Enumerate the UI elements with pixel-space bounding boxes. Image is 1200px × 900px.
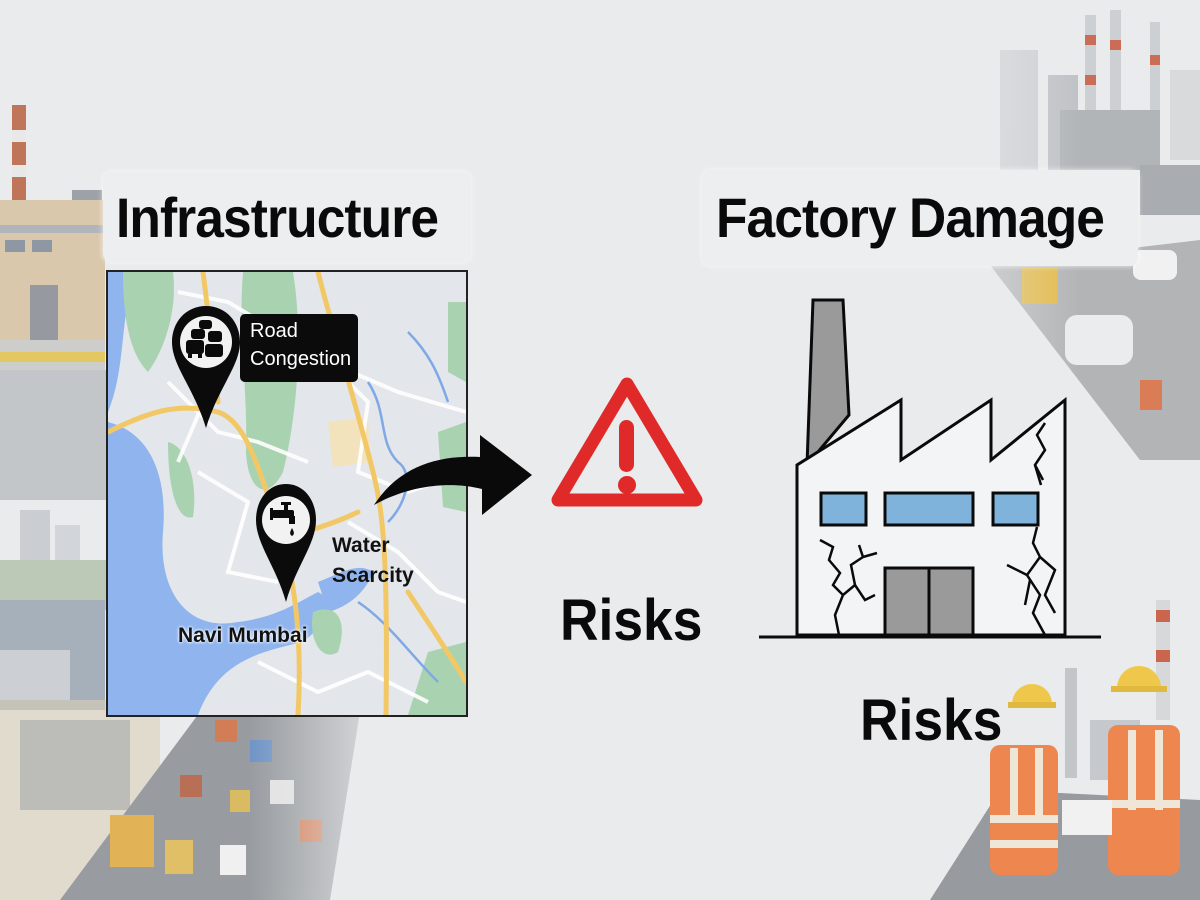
road-congestion-marker[interactable] xyxy=(170,304,242,430)
region-label-navi-mumbai: Navi Mumbai xyxy=(178,624,308,647)
road-congestion-label: Road Congestion xyxy=(240,314,358,382)
navi-mumbai-map[interactable]: Road Congestion Water Scarcity Navi Mumb… xyxy=(106,270,468,717)
water-scarcity-marker[interactable] xyxy=(254,482,318,604)
infrastructure-title-box xyxy=(103,172,471,262)
factory-damage-title-box xyxy=(702,170,1138,266)
warning-triangle-icon xyxy=(551,377,703,507)
water-tap-icon xyxy=(270,502,295,536)
water-scarcity-label-line2: Scarcity xyxy=(332,564,414,587)
traffic-cars-icon xyxy=(186,320,223,358)
curved-arrow-icon xyxy=(374,435,532,515)
right-risks-label: Risks xyxy=(860,688,1003,753)
center-risks-label: Risks xyxy=(560,588,703,653)
infrastructure-title: Infrastructure xyxy=(116,186,439,249)
right-workers-scene xyxy=(930,600,1200,900)
water-scarcity-label-line1: Water xyxy=(332,534,390,557)
factory-damage-title: Factory Damage xyxy=(716,186,1105,249)
left-factory-scene xyxy=(0,105,120,500)
cracked-factory-icon xyxy=(759,298,1101,639)
